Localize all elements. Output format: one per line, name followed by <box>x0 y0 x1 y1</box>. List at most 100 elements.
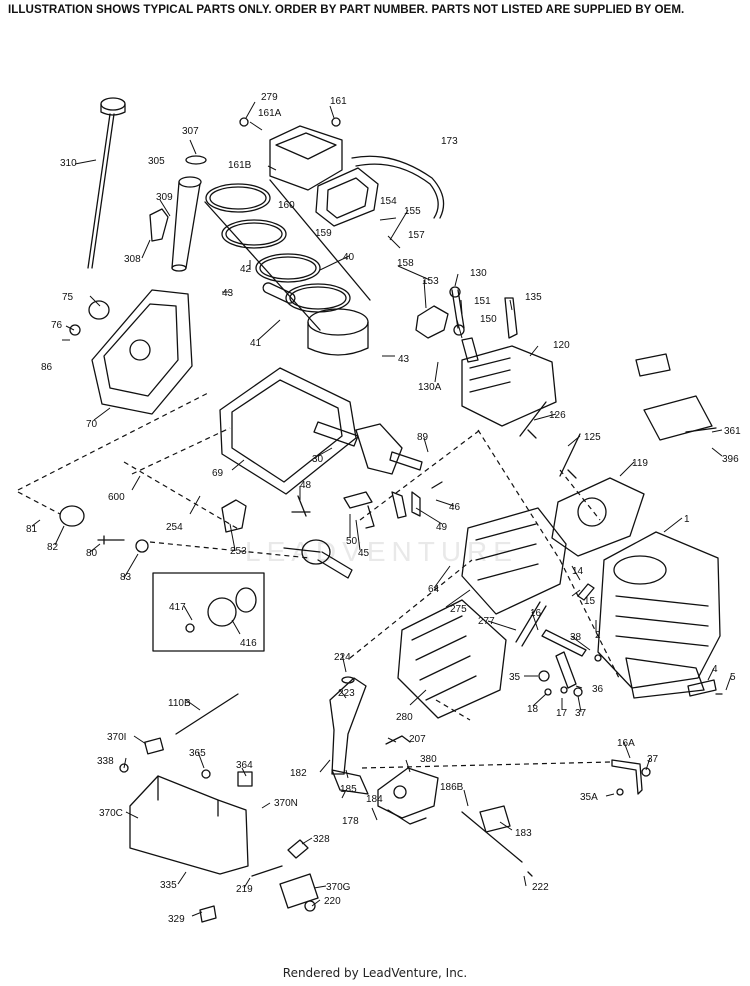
breather-tube-drawing <box>351 155 445 219</box>
lower-hardware-drawing <box>119 763 319 923</box>
part-label-158: 158 <box>397 258 414 269</box>
part-label-16a: 16A <box>617 738 635 749</box>
part-label-184: 184 <box>366 794 383 805</box>
part-label-275: 275 <box>450 604 467 615</box>
part-label-110b: 110B <box>168 698 191 709</box>
blower-housing-drawing <box>129 775 249 875</box>
part-label-82: 82 <box>47 542 59 553</box>
ignition-module-drawing <box>635 353 717 441</box>
part-label-396: 396 <box>722 454 739 465</box>
part-label-4: 4 <box>712 664 718 675</box>
part-label-76: 76 <box>51 320 63 331</box>
dipstick-drawing <box>87 97 126 269</box>
part-label-45: 45 <box>358 548 370 559</box>
part-label-338: 338 <box>97 756 114 767</box>
cam-followers-drawing <box>291 481 443 529</box>
part-label-364: 364 <box>236 760 253 771</box>
part-label-279: 279 <box>261 92 278 103</box>
part-label-600: 600 <box>108 492 125 503</box>
part-label-370i: 370I <box>107 732 126 743</box>
part-label-49: 49 <box>436 522 448 533</box>
governor-crank-drawing <box>221 499 247 533</box>
part-label-328: 328 <box>313 834 330 845</box>
solenoid-drawing <box>479 805 511 833</box>
crankcase-cover-drawing <box>69 289 193 415</box>
part-label-43a: 43 <box>222 288 234 299</box>
part-label-161: 161 <box>330 96 347 107</box>
part-label-305: 305 <box>148 156 165 167</box>
part-label-182: 182 <box>290 768 307 779</box>
part-label-160: 160 <box>278 200 295 211</box>
part-label-50: 50 <box>346 536 358 547</box>
part-label-370g: 370G <box>326 882 351 893</box>
bracket-drawing <box>149 208 169 242</box>
watermark: LEADVENTURE <box>245 536 518 567</box>
part-label-370c: 370C <box>99 808 123 819</box>
part-label-80: 80 <box>86 548 98 559</box>
part-label-161a: 161A <box>258 108 282 119</box>
part-label-126: 126 <box>549 410 566 421</box>
inset-box <box>152 572 265 652</box>
part-label-219: 219 <box>236 884 253 895</box>
decal-370i <box>144 737 164 755</box>
camshaft-drawing <box>283 539 353 579</box>
part-label-5: 5 <box>730 672 736 683</box>
part-label-35a: 35A <box>580 792 598 803</box>
part-label-159: 159 <box>315 228 332 239</box>
part-label-365: 365 <box>189 748 206 759</box>
part-label-151: 151 <box>474 296 491 307</box>
part-label-40: 40 <box>343 252 355 263</box>
part-label-41: 41 <box>250 338 262 349</box>
crankcase-gasket-drawing <box>219 367 357 495</box>
part-label-416: 416 <box>240 638 257 649</box>
part-label-370n: 370N <box>274 798 298 809</box>
muffler-drawing <box>397 507 567 719</box>
part-label-130: 130 <box>470 268 487 279</box>
part-label-119: 119 <box>632 458 648 469</box>
part-label-37b: 37 <box>647 754 659 765</box>
part-label-89: 89 <box>417 432 429 443</box>
footer-credit: Rendered by LeadVenture, Inc. <box>282 966 468 980</box>
part-label-173: 173 <box>441 136 458 147</box>
part-label-417: 417 <box>169 602 186 613</box>
part-label-43b: 43 <box>398 354 410 365</box>
governor-control-drawing <box>538 583 602 697</box>
cylinder-head-drawing <box>461 345 557 427</box>
fuel-line-drawing <box>461 811 533 877</box>
dipstick-tube-drawing <box>171 155 207 272</box>
part-label-15: 15 <box>584 596 596 607</box>
part-label-70: 70 <box>86 419 98 430</box>
part-label-46: 46 <box>449 502 461 513</box>
part-label-178: 178 <box>342 816 359 827</box>
part-label-220: 220 <box>324 896 341 907</box>
part-label-155: 155 <box>404 206 421 217</box>
part-label-310: 310 <box>60 158 77 169</box>
part-label-223: 223 <box>338 688 355 699</box>
part-label-157: 157 <box>408 230 425 241</box>
part-label-335: 335 <box>160 880 177 891</box>
part-label-307: 307 <box>182 126 199 137</box>
part-label-125: 125 <box>584 432 601 443</box>
part-label-222: 222 <box>532 882 549 893</box>
part-label-329: 329 <box>168 914 185 925</box>
part-label-150: 150 <box>480 314 497 325</box>
part-label-86: 86 <box>41 362 53 373</box>
part-label-1: 1 <box>684 514 690 525</box>
part-label-14: 14 <box>572 566 584 577</box>
governor-gear-drawing <box>59 505 149 553</box>
part-label-309: 309 <box>156 192 173 203</box>
part-label-153: 153 <box>422 276 439 287</box>
part-label-280: 280 <box>396 712 413 723</box>
part-label-154: 154 <box>380 196 397 207</box>
dowel-pins-drawing <box>687 679 723 697</box>
part-label-183: 183 <box>515 828 532 839</box>
head-gasket-drawing <box>551 477 645 557</box>
part-label-224: 224 <box>334 652 351 663</box>
part-label-2: 2 <box>595 630 601 641</box>
part-label-17: 17 <box>556 708 568 719</box>
part-label-277: 277 <box>478 616 495 627</box>
crankshaft-drawing <box>313 421 423 475</box>
part-label-207: 207 <box>409 734 426 745</box>
carburetor-drawing <box>377 735 439 825</box>
